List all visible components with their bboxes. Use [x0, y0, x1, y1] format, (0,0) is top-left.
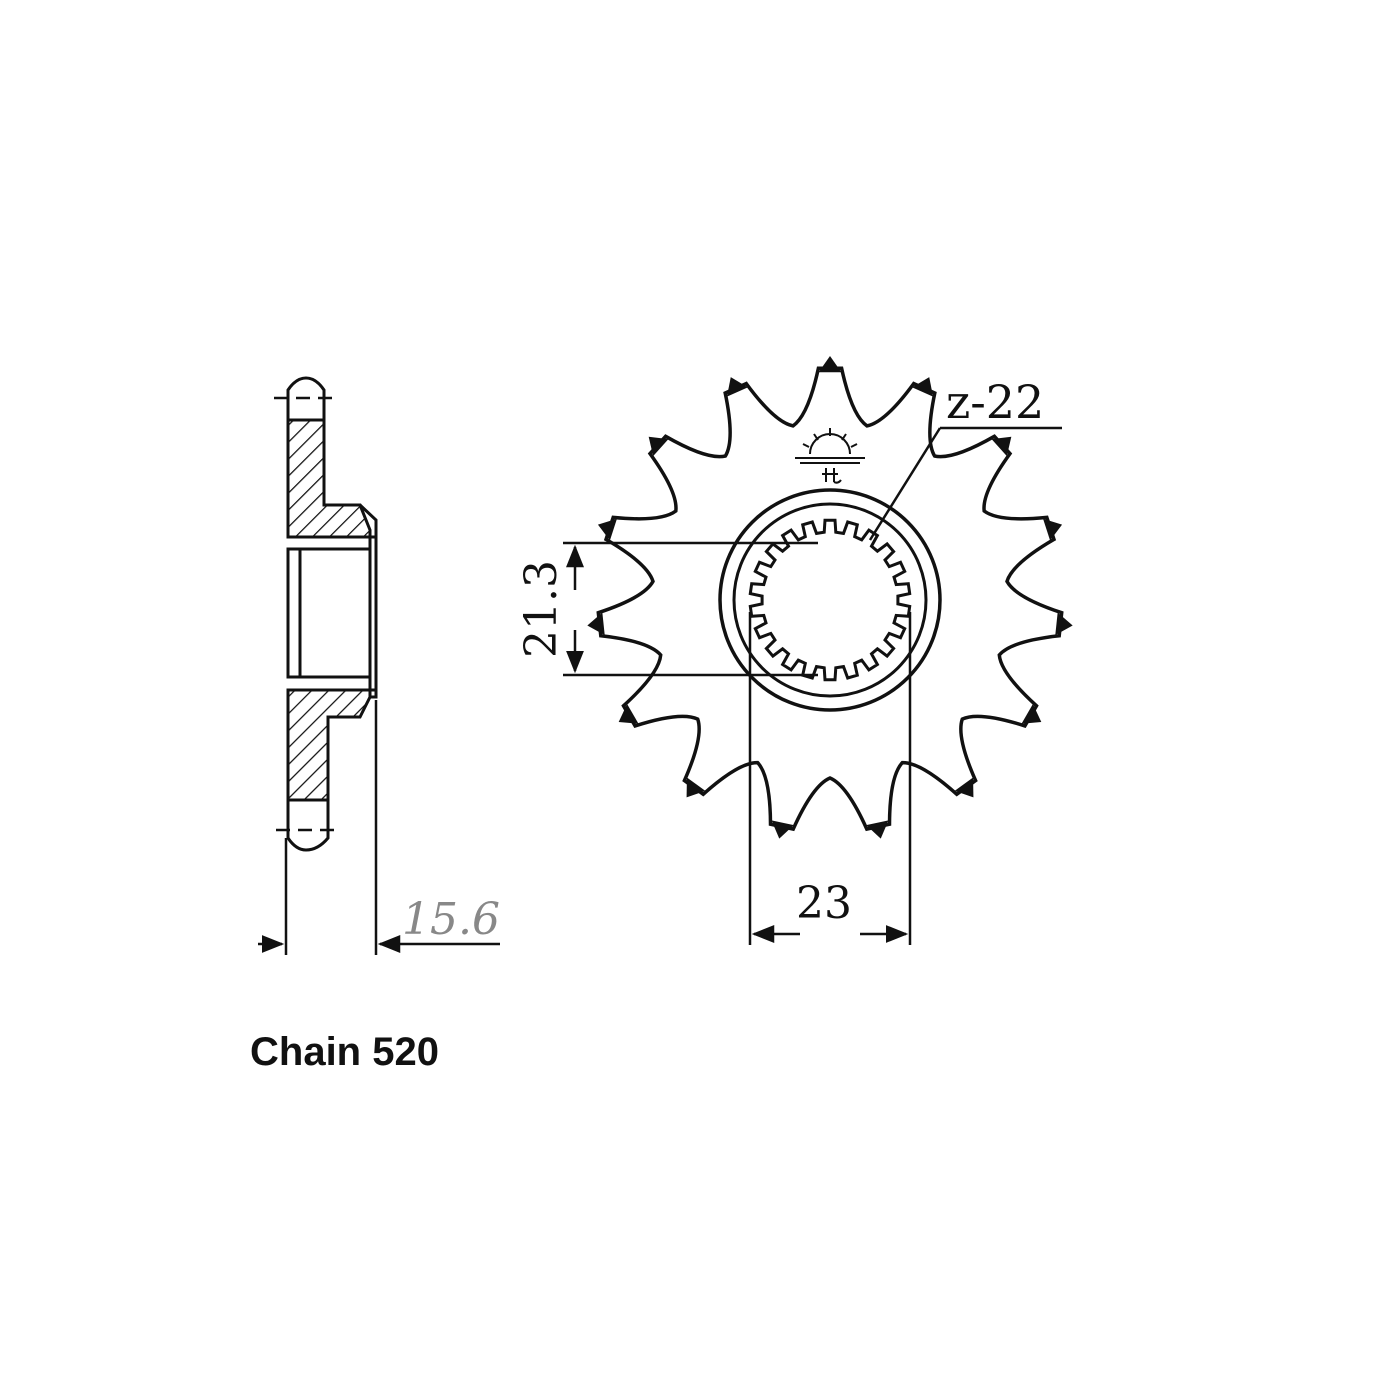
tooth-tip: [866, 820, 889, 839]
side-tooth-tip-bottom: [286, 800, 330, 852]
chain-caption: Chain 520: [250, 1030, 439, 1074]
side-view: [274, 376, 378, 955]
hub-outer-ring: [718, 488, 942, 712]
spline-count-label: z-22: [946, 375, 1044, 429]
tooth-tip: [597, 518, 617, 541]
hub-inner-ring: [732, 502, 928, 698]
tooth-tip: [771, 820, 794, 839]
spline-bore: [748, 518, 912, 682]
tooth-tip: [1043, 518, 1063, 541]
tooth-tip: [991, 436, 1012, 457]
tooth-tips: [587, 356, 1073, 839]
tooth-tip: [726, 377, 748, 397]
side-tooth-tip-top: [286, 376, 326, 420]
side-hub-step-top: [358, 503, 378, 537]
sun-logo: [795, 428, 865, 484]
side-hub-step-bottom: [370, 690, 378, 699]
tooth-tip: [618, 703, 639, 724]
tooth-tip: [818, 356, 842, 373]
tooth-tip: [587, 612, 605, 636]
tooth-tip: [1055, 612, 1073, 636]
spline-dimension: 23: [748, 612, 912, 945]
sprocket-outline: [596, 366, 1064, 832]
tooth-tip: [1021, 703, 1042, 724]
side-lower-hatch: [286, 688, 372, 802]
spline-dimension-label: 23: [796, 878, 852, 929]
front-view: [587, 356, 1073, 839]
spline-count-callout: z-22: [868, 375, 1062, 541]
width-dimension-label: 15.6: [402, 894, 500, 945]
bore-dimension-label: 21.3: [516, 560, 567, 658]
width-dimension: 15.6: [258, 894, 500, 953]
side-upper-hatch: [286, 418, 372, 539]
tooth-tip: [648, 436, 669, 457]
tooth-tip: [686, 777, 706, 798]
bore-dimension: 21.3: [516, 541, 818, 677]
tooth-tip: [912, 377, 934, 397]
tooth-tip: [954, 777, 974, 798]
